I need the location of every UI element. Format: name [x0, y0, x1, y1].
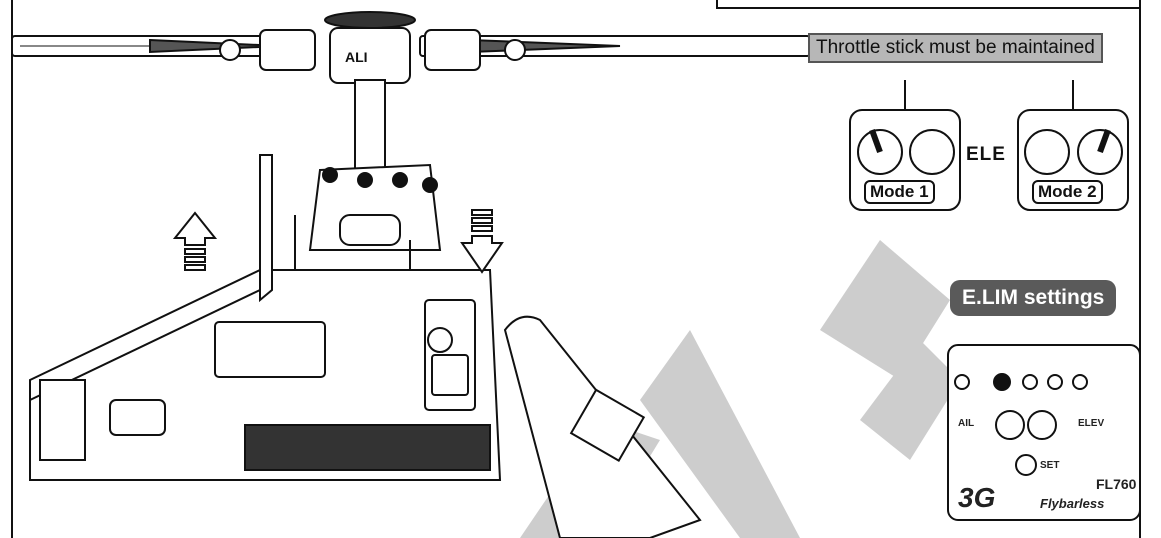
gyro-panel	[947, 344, 1141, 521]
top-right-box	[716, 0, 1141, 9]
canopy-mount	[503, 315, 702, 538]
up-arrow	[172, 211, 218, 271]
gyro-set-label: SET	[1040, 460, 1060, 471]
ele-label: ELE	[966, 144, 1006, 165]
gyro-model-label: FL760	[1096, 476, 1137, 492]
gyro-elev-label: ELEV	[1078, 418, 1105, 429]
elim-callout: E.LIM settings	[950, 280, 1117, 316]
down-arrow	[460, 209, 504, 274]
throttle-callout: Throttle stick must be maintained	[808, 33, 1103, 63]
svg-text:ALI: ALI	[345, 49, 368, 65]
gyro-brand: Flybarless	[1040, 496, 1105, 511]
gyro-ail-label: AIL	[958, 418, 975, 429]
frame	[29, 154, 502, 481]
main-rotor: ALI	[11, 11, 811, 171]
gyro-logo: 3G	[958, 482, 996, 513]
mode2-label: Mode 2	[1032, 180, 1103, 204]
mode1-label: Mode 1	[864, 180, 935, 204]
